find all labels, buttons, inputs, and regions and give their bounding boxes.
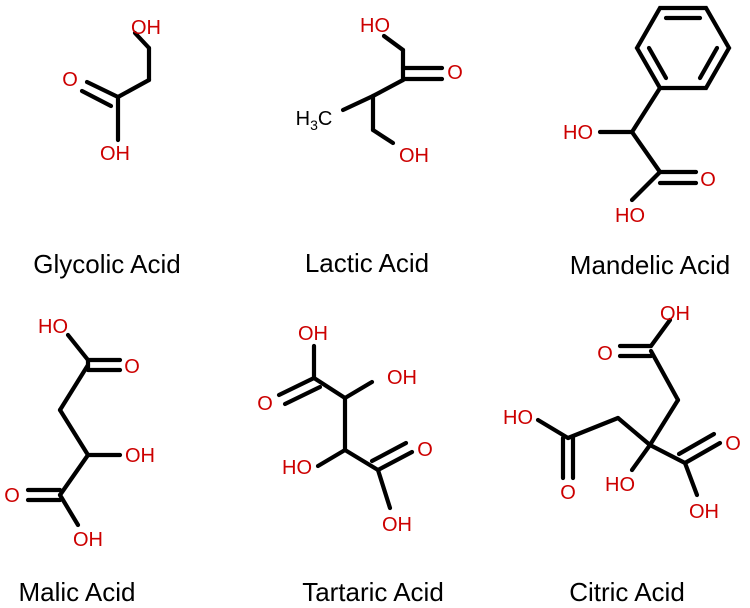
molecule-malic-acid: HO O OH O OH Malic Acid [4, 316, 155, 607]
mandelic-acid-label: Mandelic Acid [570, 250, 730, 280]
mandelic-bonds [597, 5, 732, 203]
molecule-citric-acid: OH O HO O HO O OH Citric Acid [503, 303, 741, 607]
malic-acid-label: Malic Acid [18, 577, 135, 607]
glycolic-atom-oh-top: OH [131, 17, 161, 39]
lactic-atom-ho-top: HO [360, 15, 390, 37]
malic-atom-oh-mid: OH [125, 445, 155, 467]
malic-bonds [25, 332, 123, 528]
lactic-acid-label: Lactic Acid [305, 248, 429, 278]
lactic-methyl-subscript: 3 [310, 117, 318, 133]
tartaric-atom-oh-bottom: OH [382, 514, 412, 536]
citric-atom-ho-left: HO [503, 407, 533, 429]
citric-atom-o-left-carbonyl: O [560, 482, 576, 504]
citric-atom-o-right-carbonyl: O [725, 433, 741, 455]
lactic-atom-o-carbonyl: O [447, 62, 463, 84]
tartaric-atom-o-bottom-carbonyl: O [417, 439, 433, 461]
glycolic-bonds [79, 30, 152, 143]
citric-atom-ho-center: HO [605, 474, 635, 496]
benzene-ring [634, 5, 732, 91]
citric-atom-oh-right: OH [689, 501, 719, 523]
malic-atom-o-top-carbonyl: O [124, 356, 140, 378]
malic-atom-ho-top: HO [38, 316, 68, 338]
tartaric-atom-oh-top: OH [298, 323, 328, 345]
tartaric-atom-o-top-carbonyl: O [257, 393, 273, 415]
citric-bonds [535, 317, 723, 498]
tartaric-atom-oh-upper: OH [387, 367, 417, 389]
molecule-lactic-acid: HO O H3C OH Lactic Acid [296, 15, 463, 278]
mandelic-atom-o-carbonyl: O [700, 169, 716, 191]
citric-atom-oh-top: OH [660, 303, 690, 325]
mandelic-atom-ho-acid: HO [615, 205, 645, 227]
tartaric-bonds [276, 343, 415, 511]
lactic-methyl-h: H [296, 108, 310, 130]
lactic-atom-oh-bottom: OH [399, 145, 429, 167]
lactic-methyl-c: C [318, 108, 332, 130]
citric-acid-label: Citric Acid [569, 577, 685, 607]
molecule-mandelic-acid: HO O HO Mandelic Acid [563, 5, 732, 280]
lactic-atom-methyl: H3C [296, 108, 333, 133]
glycolic-atom-o-carbonyl: O [62, 69, 78, 91]
citric-atom-o-top-carbonyl: O [597, 343, 613, 365]
mandelic-atom-ho-alpha: HO [563, 122, 593, 144]
malic-atom-o-bottom-carbonyl: O [4, 485, 20, 507]
tartaric-acid-label: Tartaric Acid [302, 577, 444, 607]
glycolic-acid-label: Glycolic Acid [33, 249, 180, 279]
molecule-tartaric-acid: OH OH O HO O OH Tartaric Acid [257, 323, 444, 607]
tartaric-atom-ho-lower: HO [282, 457, 312, 479]
lactic-bonds [340, 33, 445, 146]
glycolic-atom-oh-bottom: OH [100, 143, 130, 165]
malic-atom-oh-bottom: OH [73, 529, 103, 551]
molecule-glycolic-acid: OH O OH Glycolic Acid [33, 17, 180, 279]
